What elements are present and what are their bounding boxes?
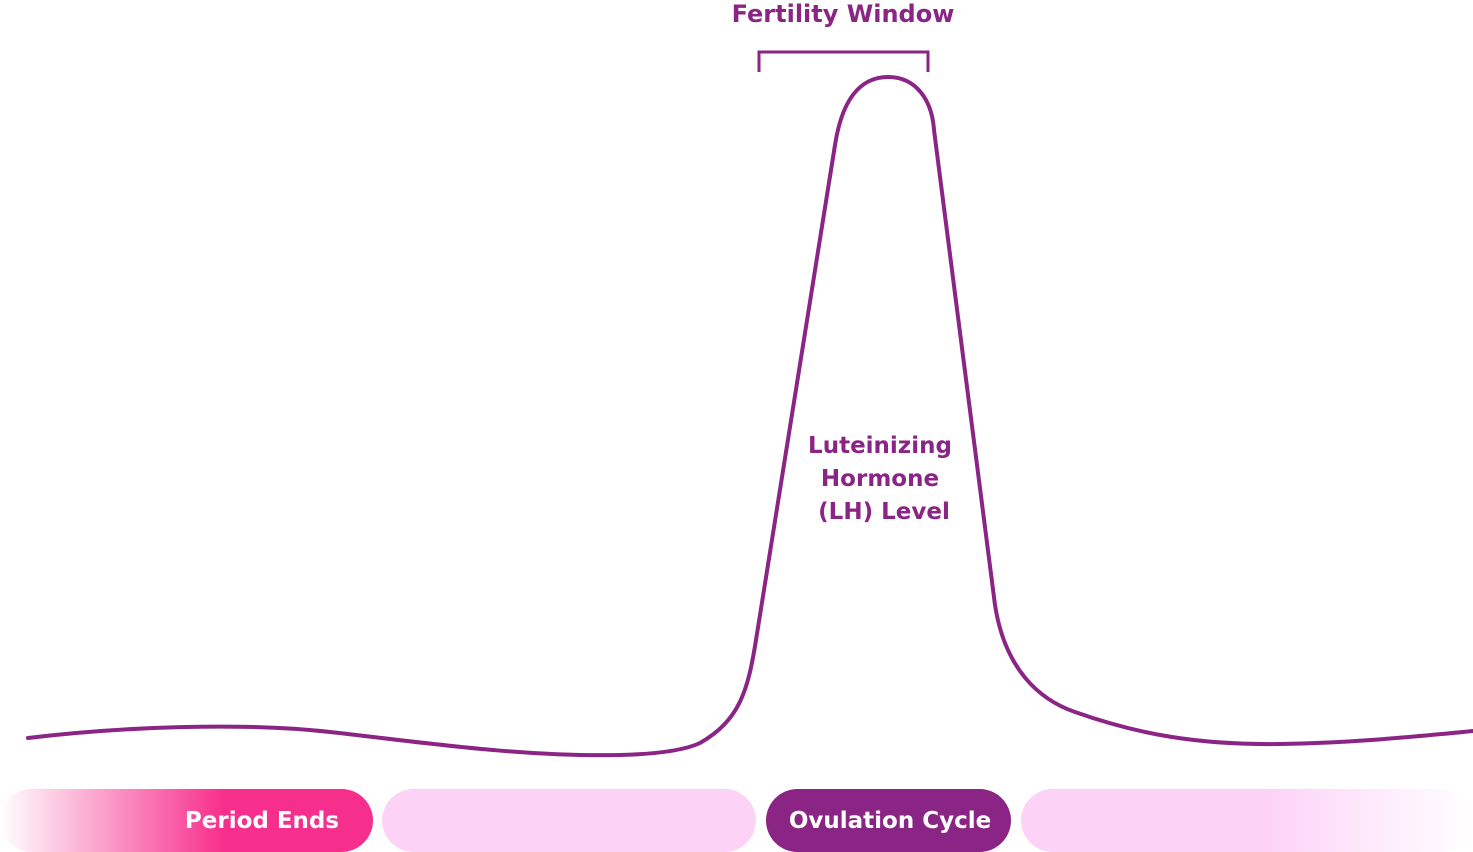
phase-ovulation-cycle-label: Ovulation Cycle xyxy=(789,808,991,834)
phase-period-ends xyxy=(0,789,373,852)
lh-curve xyxy=(26,75,1473,758)
phase-period-ends-label: Period Ends xyxy=(185,808,339,834)
lh-label-line-3: (LH) Level xyxy=(818,499,950,525)
phase-bar: Period Ends Ovulation Cycle xyxy=(0,789,1473,852)
phase-ovulation-cycle xyxy=(766,789,1011,852)
fertility-window-bracket xyxy=(757,50,930,72)
phase-luteal xyxy=(1021,789,1473,852)
lh-label-line-2: Hormone xyxy=(821,466,939,492)
lh-level-label: Luteinizing Hormone (LH) Level xyxy=(808,433,960,525)
fertility-window-title: Fertility Window xyxy=(732,0,955,28)
lh-label-line-1: Luteinizing xyxy=(808,433,952,459)
phase-follicular xyxy=(382,789,756,852)
